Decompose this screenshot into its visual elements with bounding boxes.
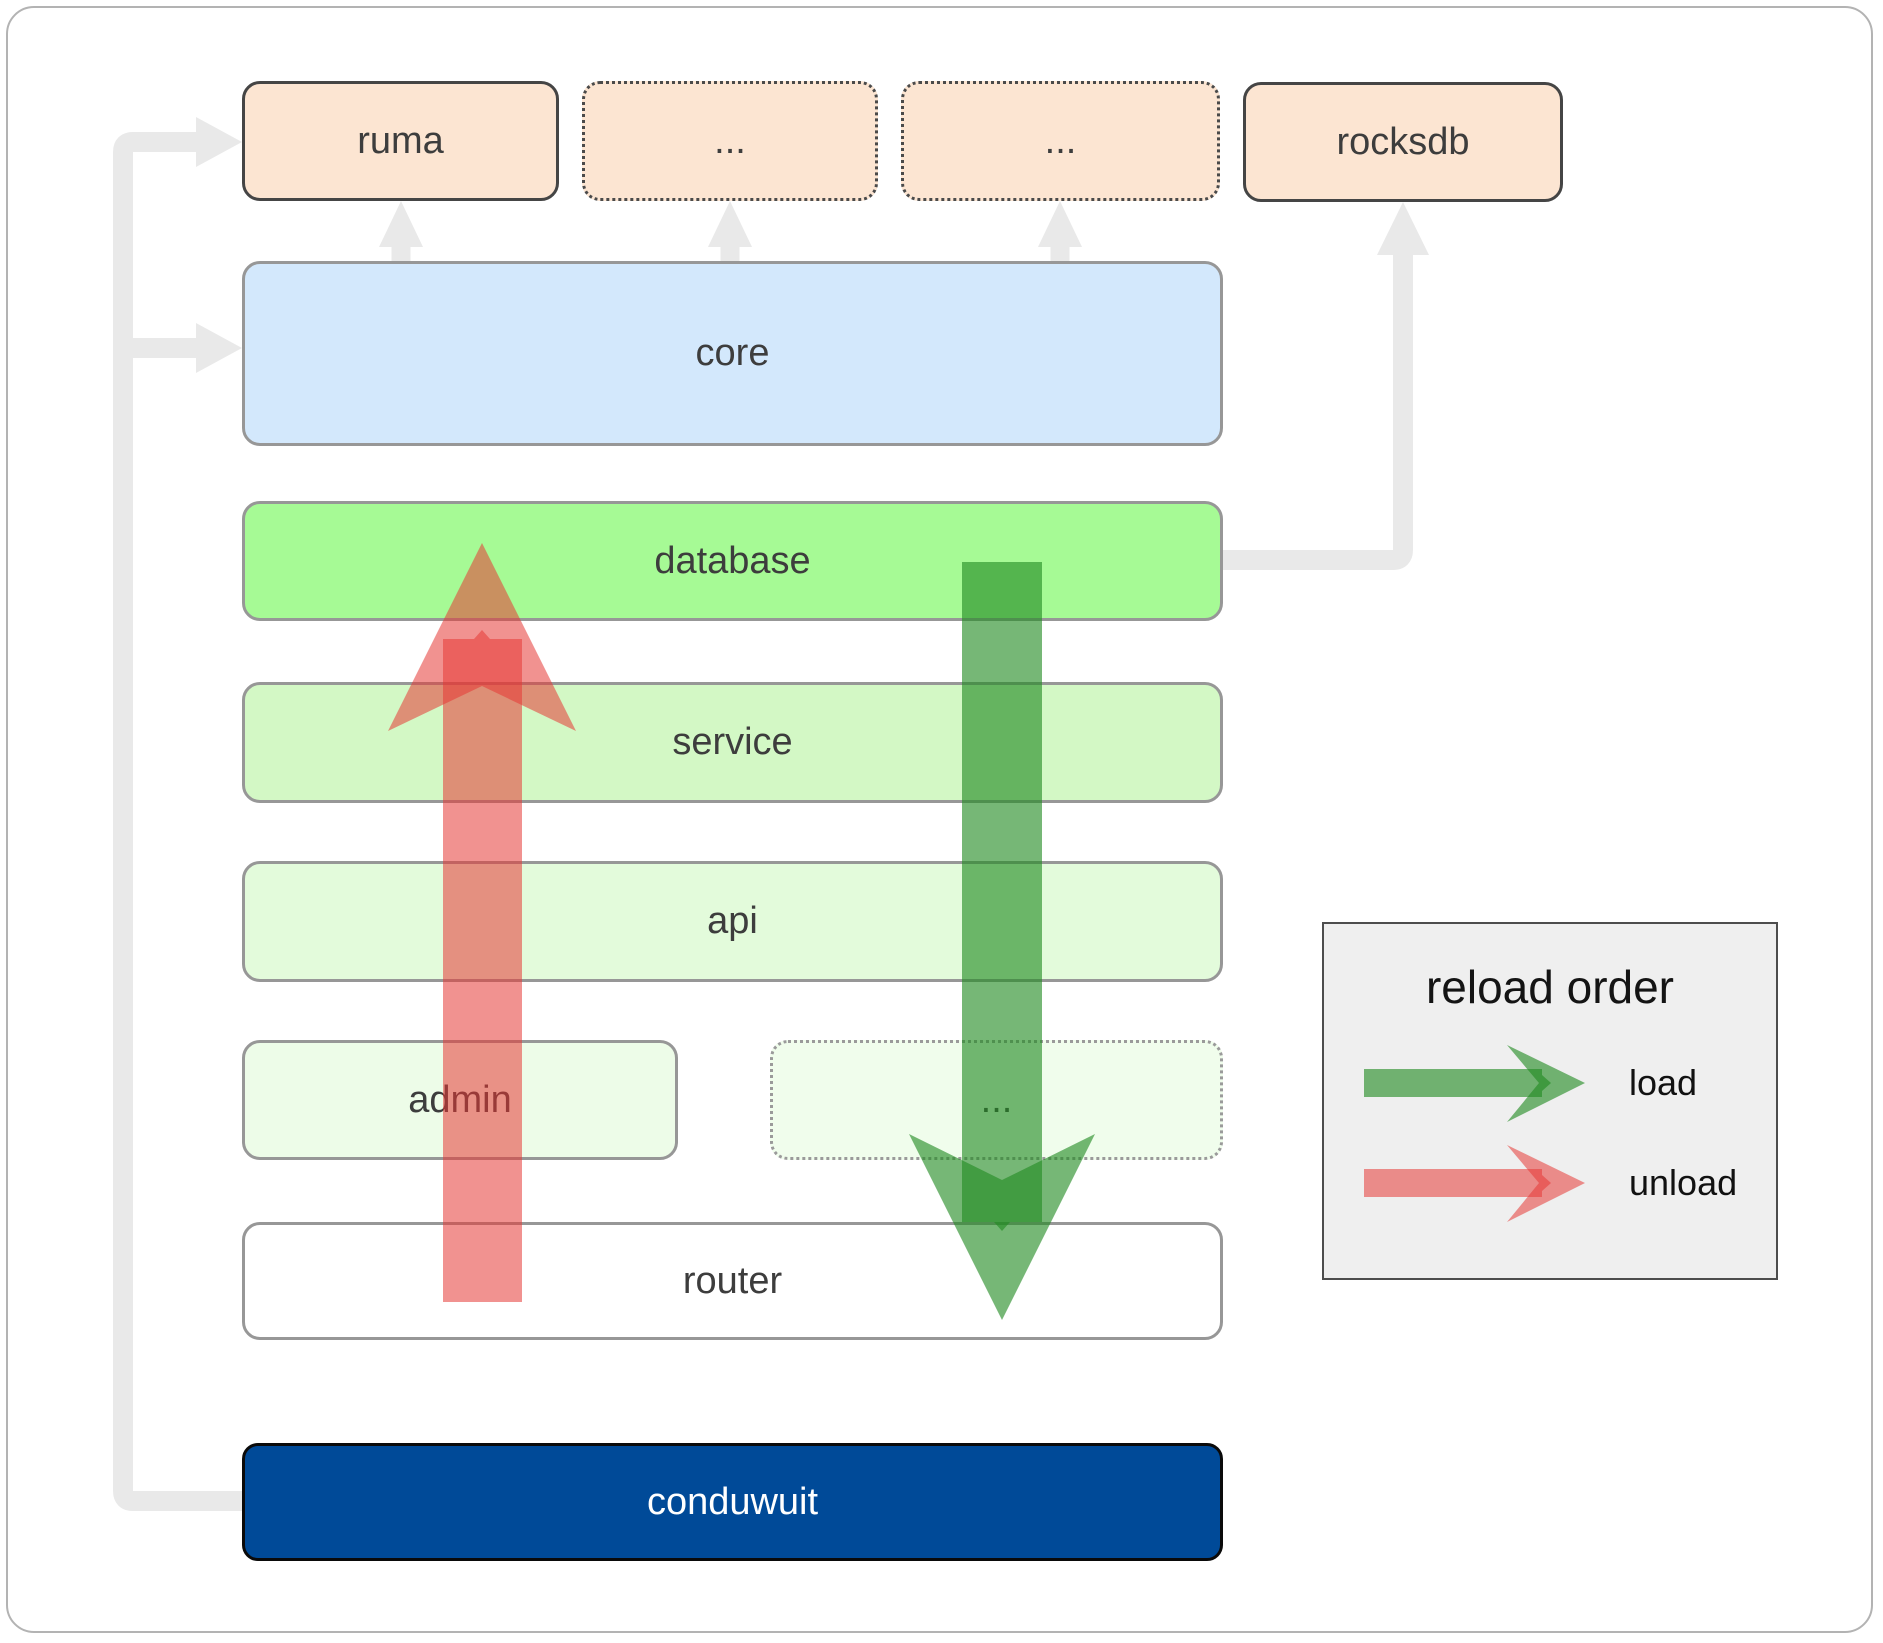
box-core-label: core [695,332,770,374]
box-external-more-2: ... [901,81,1220,201]
box-external-more-1: ... [582,81,878,201]
box-services-more-label: ... [980,1078,1013,1121]
legend-title: reload order [1425,961,1675,1013]
box-core: core [242,261,1223,446]
box-external-more-2-label: ... [1044,119,1077,162]
legend-load-arrow-icon [1364,1045,1585,1122]
legend-load-label: load [1629,1062,1698,1103]
legend-unload-label: unload [1629,1162,1738,1203]
box-admin-label: admin [408,1078,512,1121]
diagram-frame [6,6,1873,1633]
box-admin: admin [242,1040,678,1160]
box-router-label: router [682,1259,783,1302]
box-service: service [242,682,1223,803]
box-database: database [242,501,1223,621]
box-conduwuit: conduwuit [242,1443,1223,1561]
box-database-label: database [654,539,811,582]
box-ruma: ruma [242,81,559,201]
box-conduwuit-label: conduwuit [646,1480,819,1523]
box-ruma-label: ruma [357,119,444,162]
box-api-label: api [707,900,758,942]
legend-unload-arrow-icon [1364,1145,1585,1222]
box-rocksdb-label: rocksdb [1336,120,1470,163]
box-external-more-1-label: ... [714,119,746,162]
box-rocksdb: rocksdb [1243,82,1563,202]
box-services-more: ... [770,1040,1223,1160]
legend: reload order load unload [1322,922,1778,1280]
box-service-label: service [672,721,793,763]
box-router: router [242,1222,1223,1340]
box-api: api [242,861,1223,982]
